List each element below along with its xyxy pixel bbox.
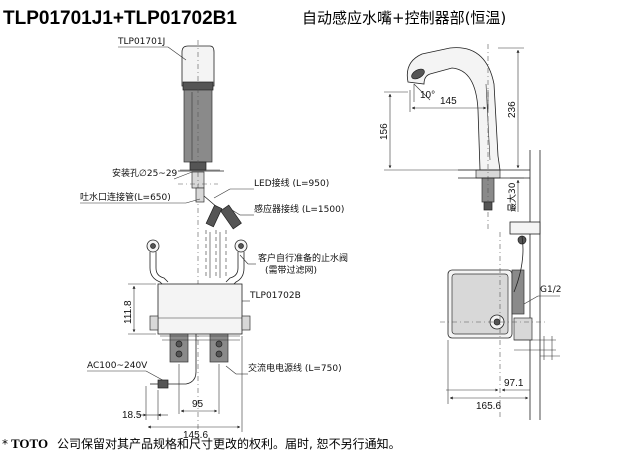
power-cord-label: 交流电电源线 (L=750) [248,362,342,374]
sensor-wire-label: 感应器接线 (L=1500) [254,203,344,215]
left-labels: TLP01701J 安装孔∅25~29 LED接线 (L=950) 吐水口连接管… [80,37,348,384]
mount-hole-label: 安装孔∅25~29 [112,167,178,179]
dim-156: 156 [379,123,390,140]
dim-111-8: 111.8 [123,300,134,324]
faucet-front-view [178,40,224,440]
connection-hoses [195,187,242,278]
dim-95: 95 [192,399,204,410]
product-title: 自动感应水嘴+控制器部(恒温) [302,9,506,27]
controller-model-label: TLP01702B [249,291,301,301]
faucet-side-view [406,44,530,232]
footer: * TOTO 公司保留对其产品规格和尺寸更改的权利。届时, 恕不另行通知。 [2,436,401,451]
faucet-model-label: TLP01701J [117,37,165,47]
thread-label: G1/2 [540,285,561,295]
brand-name: TOTO [11,436,48,451]
dim-145-6: 145.6 [183,430,208,441]
controller-box [146,239,251,389]
dim-18-5: 18.5 [122,410,142,421]
outlet-pipe-label: 吐水口连接管(L=650) [80,191,171,203]
stop-valve-label: 客户自行准备的止水阀 [258,252,348,264]
controller-side-view [440,150,560,420]
voltage-label: AC100~240V [87,361,148,371]
max-30-label: 最大30 [506,182,518,212]
right-dimensions: 145 10° 156 236 最大30 G1/2 97.1 165.6 [379,47,561,412]
dim-236: 236 [507,101,518,118]
stop-valve-note: (需带过滤网) [265,264,317,276]
left-dimensions: 111.8 18.5 95 145.6 [122,283,243,441]
led-wire-label: LED接线 (L=950) [254,177,329,189]
model-number: TLP01701J1+TLP01702B1 [3,8,237,29]
dim-165-6: 165.6 [476,401,501,412]
footer-notice: 公司保留对其产品规格和尺寸更改的权利。届时, 恕不另行通知。 [57,436,401,451]
dim-145: 145 [440,96,457,107]
angle-10: 10° [420,90,435,101]
dim-97-1: 97.1 [504,378,524,389]
footer-mark: * [2,437,8,451]
